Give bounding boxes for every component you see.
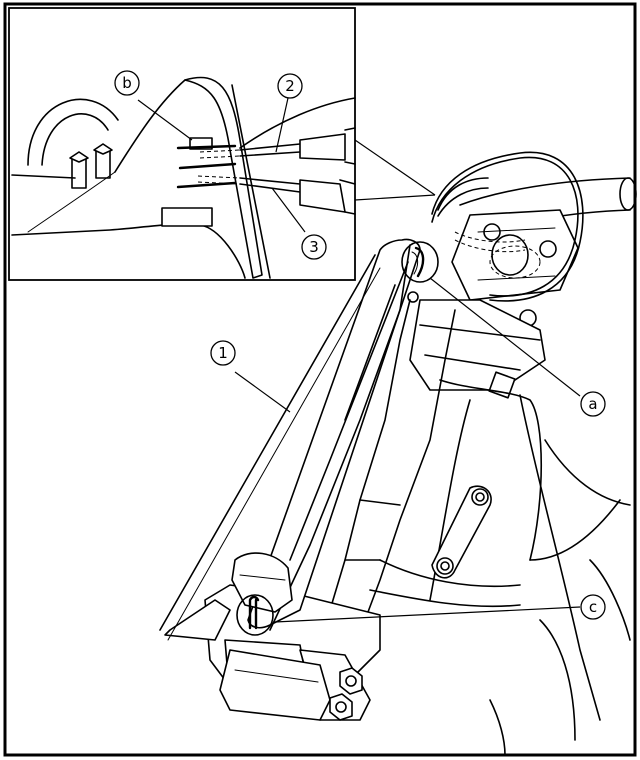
- callout-3-label: 3: [309, 238, 319, 256]
- callout-3: 3: [301, 234, 327, 260]
- leader-point-b: [137, 99, 193, 141]
- lower-clamp: [219, 649, 363, 721]
- cable-guide-a: [401, 241, 439, 303]
- leader-point-a: [429, 277, 581, 397]
- cable-loop: [431, 151, 584, 302]
- callout-c: c: [580, 594, 606, 620]
- inset-pointer-top: [354, 139, 436, 196]
- cable-guide-c: [236, 594, 274, 636]
- callout-2-label: 2: [285, 77, 295, 95]
- inset-cable-2: [199, 127, 356, 165]
- outer-frame: [3, 2, 637, 757]
- leader-part-1: [234, 371, 291, 413]
- callout-1-label: 1: [218, 344, 228, 362]
- callout-2: 2: [277, 73, 303, 99]
- leader-part-2: [275, 97, 289, 153]
- leader-point-c: [274, 606, 581, 623]
- fork-tube: [329, 299, 456, 621]
- inset-cable-3: [197, 175, 356, 215]
- main-illustration: [159, 151, 637, 756]
- fork-protector: [159, 238, 421, 641]
- callout-b: b: [114, 70, 140, 96]
- callout-a-label: a: [588, 395, 597, 413]
- callout-c-label: c: [589, 598, 597, 616]
- callout-b-label: b: [122, 74, 132, 92]
- handlebar-clamp: [451, 209, 579, 327]
- link-rod: [431, 485, 492, 579]
- frame-body: [369, 379, 631, 756]
- leader-part-3: [271, 187, 306, 233]
- callout-a: a: [580, 391, 606, 417]
- inset-panel: [8, 7, 436, 281]
- callout-1: 1: [210, 340, 236, 366]
- inset-pointer-bottom: [354, 194, 436, 201]
- inset-slots: [161, 137, 237, 227]
- inset-bolts: [69, 143, 113, 189]
